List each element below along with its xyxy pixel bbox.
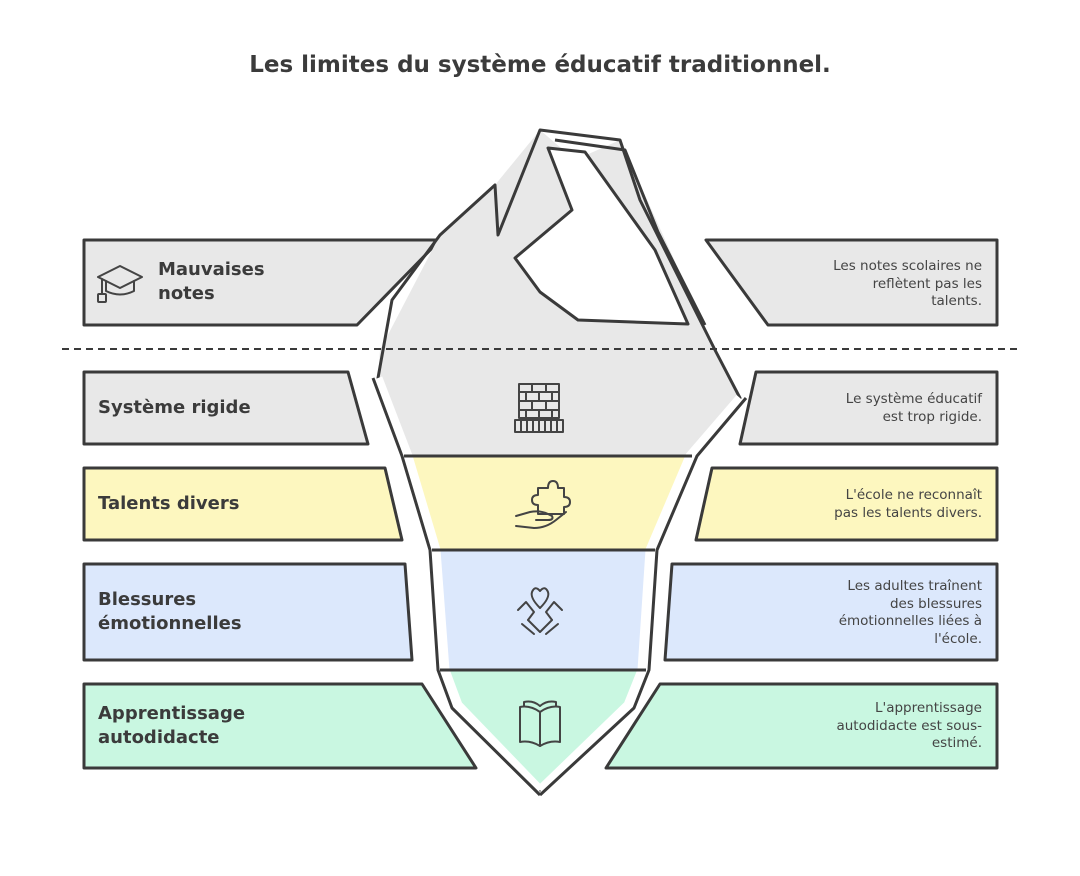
right-panel-mauvaises-notes — [704, 238, 999, 327]
layer-description-line: Les adultes traînent — [847, 578, 982, 594]
left-panel-fill-blessures-emotionnelles — [84, 564, 412, 660]
layer-label-blessures-emotionnelles: Blessures émotionnelles — [98, 588, 242, 636]
layer-label-line: Système rigide — [98, 397, 251, 418]
iceberg-layer-talents-divers — [408, 456, 690, 550]
right-panel-fill-blessures-emotionnelles — [665, 564, 997, 660]
layer-description-line: estimé. — [931, 735, 982, 751]
left-panel-systeme-rigide — [82, 370, 370, 446]
right-panel-systeme-rigide — [738, 370, 999, 446]
right-panel-fill-talents-divers — [696, 468, 997, 540]
layer-label-line: notes — [158, 283, 215, 304]
left-panel-fill-mauvaises-notes — [84, 240, 440, 325]
layer-label-line: émotionnelles — [98, 613, 242, 634]
layer-label-mauvaises-notes: Mauvaises notes — [158, 258, 265, 306]
layer-label-systeme-rigide: Système rigide — [98, 396, 251, 420]
layer-description-line: émotionnelles liées à — [838, 613, 982, 629]
layer-description-line: talents. — [931, 293, 982, 309]
right-panel-fill-apprentissage-autodidacte — [606, 684, 997, 768]
layer-description-line: Le système éducatif — [845, 391, 982, 407]
iceberg-peak-snow — [513, 146, 690, 326]
left-panel-talents-divers — [82, 466, 404, 542]
left-panel-fill-systeme-rigide — [84, 372, 368, 444]
layer-description-line: autodidacte est sous- — [836, 717, 982, 734]
layer-label-line: Mauvaises — [158, 259, 265, 280]
heart-hands-icon — [517, 587, 563, 635]
right-panel-fill-mauvaises-notes — [706, 240, 997, 325]
iceberg-layer-blessures-emotionnelles — [436, 550, 650, 670]
panel-fills — [84, 240, 997, 768]
layer-label-line: Talents divers — [98, 493, 240, 514]
right-panel-apprentissage-autodidacte — [604, 682, 999, 770]
left-panel-apprentissage-autodidacte — [82, 682, 478, 770]
layer-description-line: L'école ne reconnaît — [845, 487, 982, 503]
puzzle-hand-icon — [515, 480, 571, 529]
iceberg-outline-inner — [554, 138, 707, 326]
layer-label-line: Apprentissage — [98, 703, 246, 724]
iceberg-gap-left — [373, 376, 544, 794]
right-panel-fill-systeme-rigide — [740, 372, 997, 444]
layer-label-line: Blessures — [98, 589, 197, 610]
open-book-icon — [519, 700, 561, 747]
layer-description-line: des blessures — [889, 595, 982, 612]
iceberg-edge-right — [538, 397, 748, 797]
left-panel-mauvaises-notes — [82, 238, 442, 327]
iceberg-edge-left — [371, 377, 542, 797]
brick-wall-icon — [514, 383, 564, 433]
left-panel-fill-apprentissage-autodidacte — [84, 684, 476, 768]
layer-description-line: pas les talents divers. — [834, 504, 982, 521]
layer-description-line: est trop rigide. — [882, 408, 982, 425]
diagram-title: Les limites du système éducatif traditio… — [249, 52, 831, 78]
layer-description-line: l'école. — [934, 630, 982, 647]
layer-description-line: L'apprentissage — [874, 700, 982, 716]
layer-label-talents-divers: Talents divers — [98, 492, 239, 516]
layer-label-line: autodidacte — [98, 727, 220, 748]
graduation-cap-icon — [97, 265, 143, 303]
iceberg-gap-right — [536, 395, 744, 794]
layer-description-line: Les notes scolaires ne — [833, 258, 982, 274]
layer-label-apprentissage-autodidacte: Apprentissage autodidacte — [98, 702, 245, 750]
right-panel-blessures-emotionnelles — [663, 562, 999, 662]
left-panel-blessures-emotionnelles — [82, 562, 414, 662]
iceberg-layer-apprentissage-autodidacte — [445, 670, 642, 790]
right-panel-talents-divers — [694, 466, 999, 542]
left-panel-fill-talents-divers — [84, 468, 402, 540]
layer-description-line: reflètent pas les — [872, 275, 982, 292]
